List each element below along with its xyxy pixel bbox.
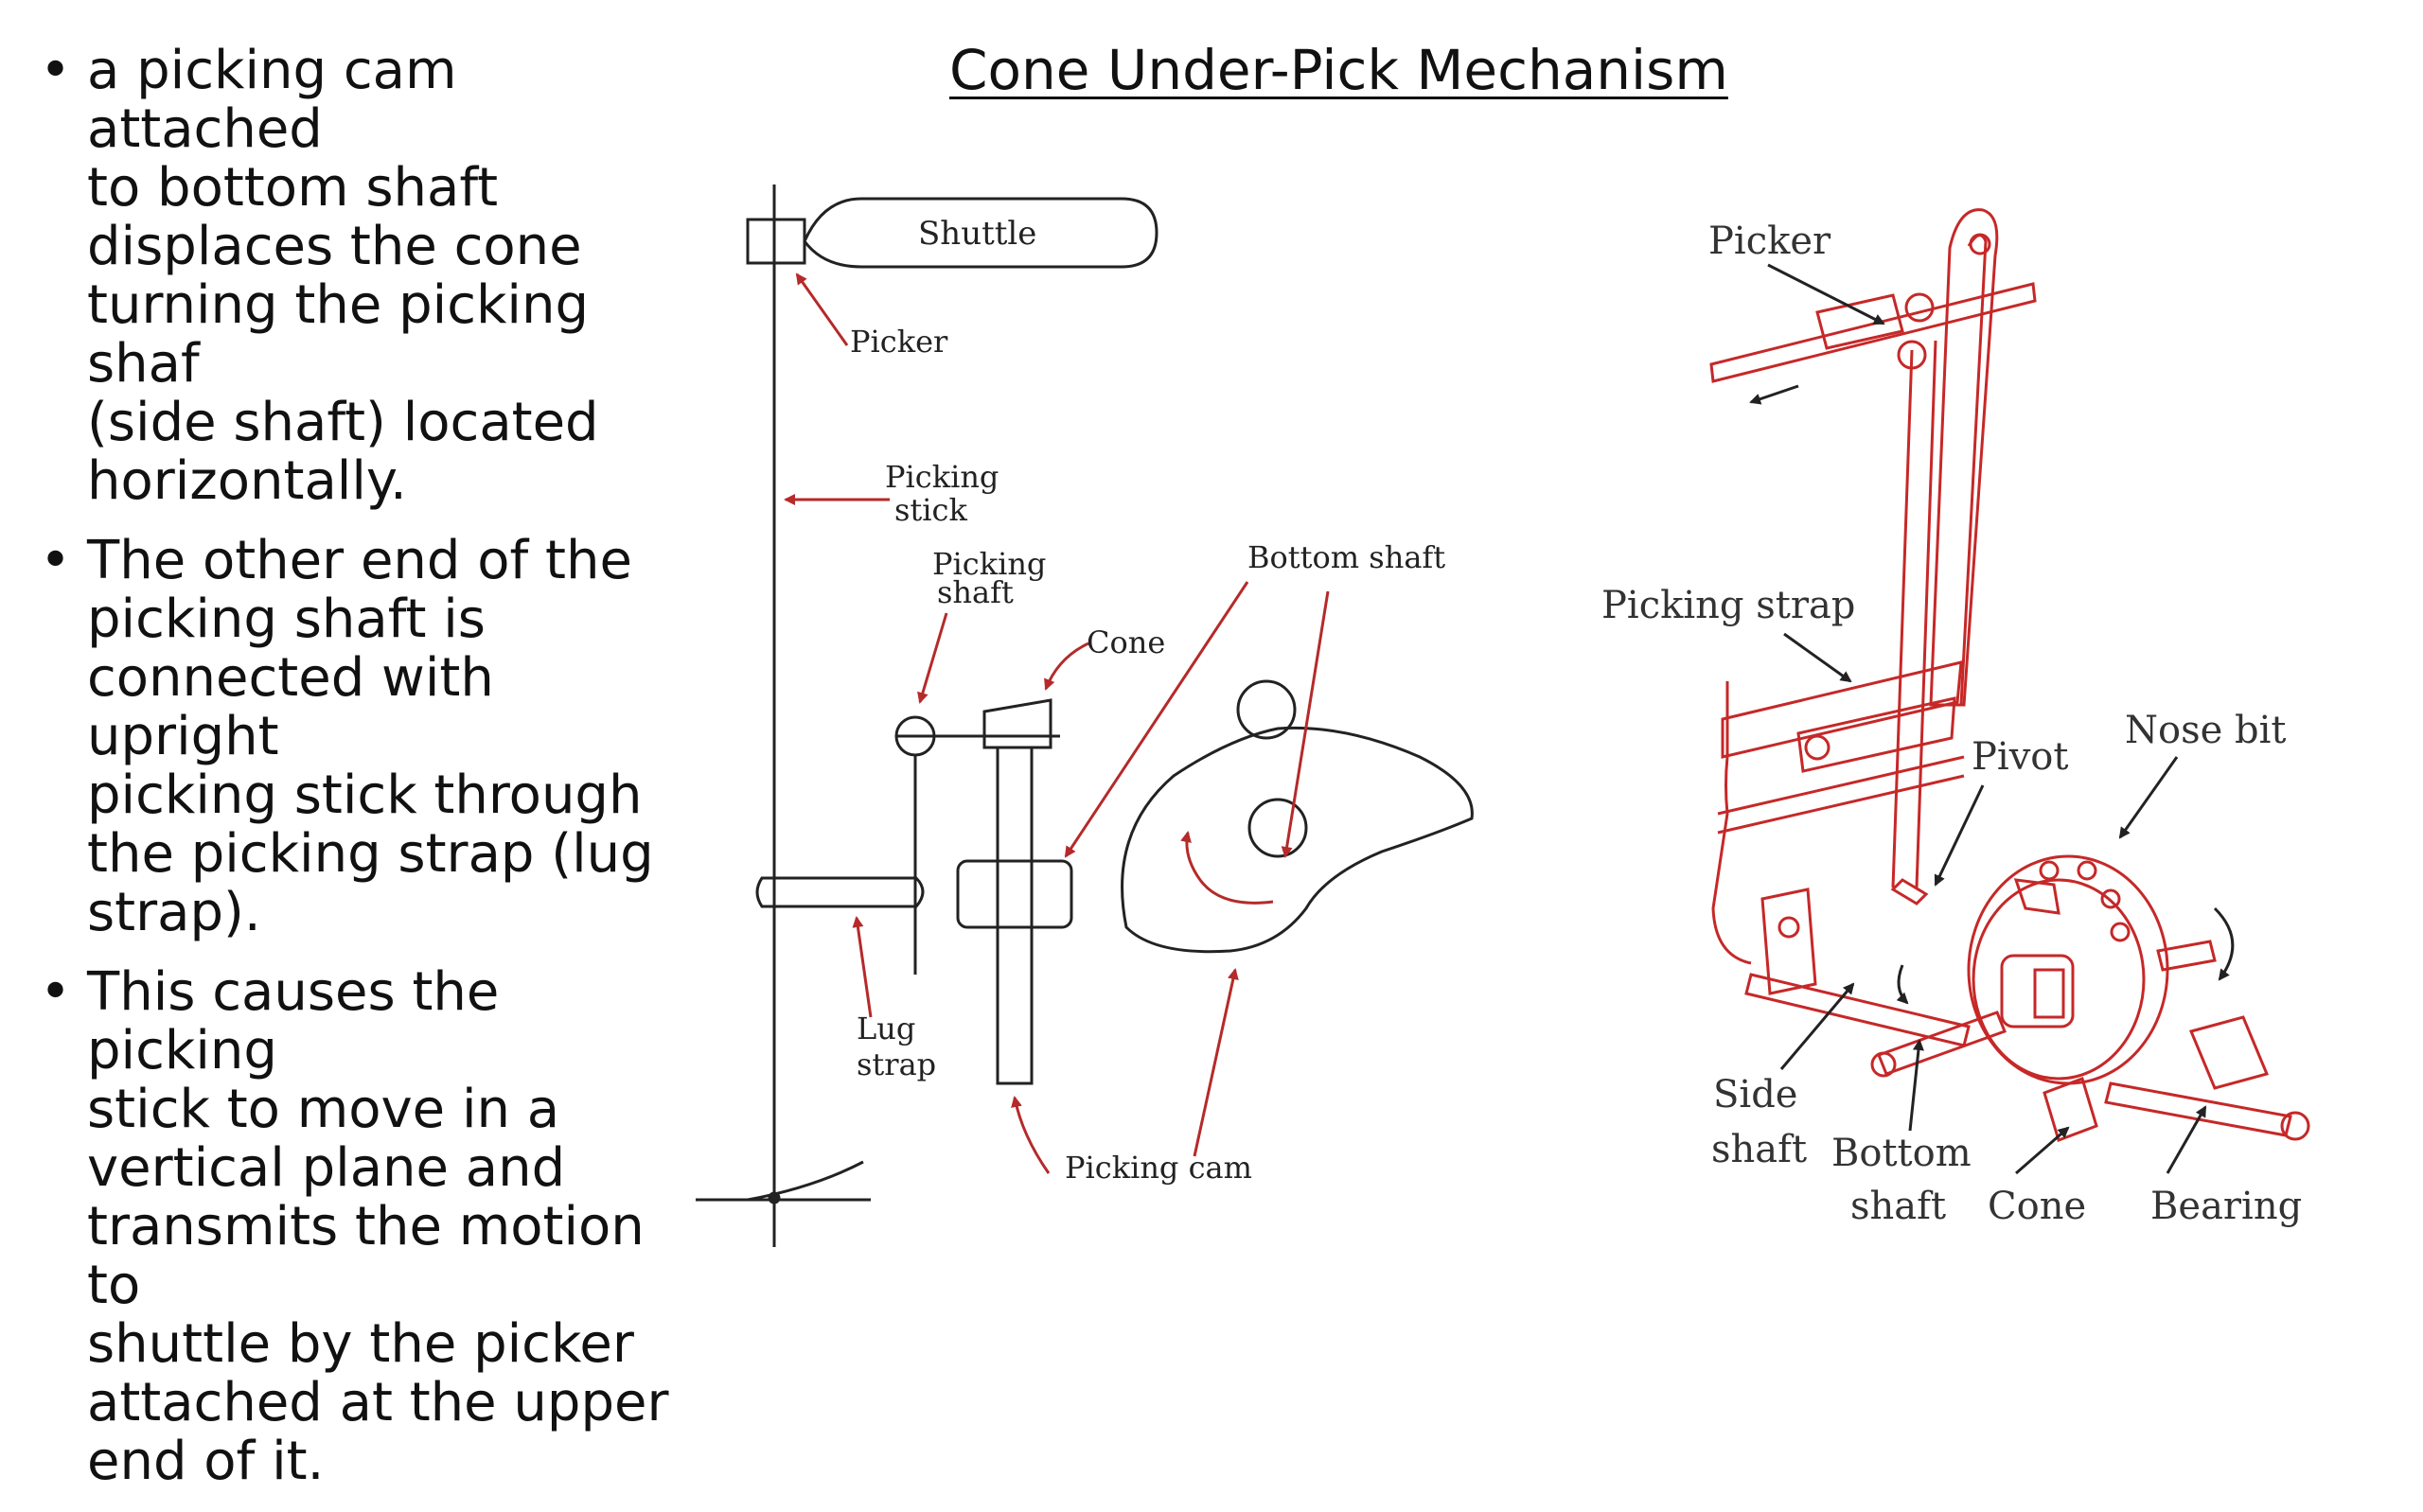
disc-hole-1	[2039, 860, 2060, 881]
bracket-hole	[1777, 916, 1800, 939]
label-lug-strap-2: strap	[857, 1046, 936, 1082]
strap-block	[1796, 696, 1956, 773]
label-lug-strap-1: Lug	[857, 1011, 915, 1046]
label-cone: Cone	[1087, 624, 1165, 660]
left-schematic-diagram	[696, 185, 1474, 1247]
cone-shape	[982, 698, 1052, 749]
bullet-marker: •	[40, 961, 72, 1023]
picking-cam	[1121, 726, 1474, 954]
disc-hole-2	[2077, 860, 2097, 881]
cam-disc-inner	[1972, 878, 2146, 1081]
cone-piece	[2043, 1077, 2098, 1142]
label-picking-shaft-2: shaft	[937, 574, 1014, 610]
disc-hole-3	[2100, 888, 2121, 909]
bearing-end	[2280, 1111, 2310, 1141]
label-nose-bit: Nose bit	[2125, 709, 2286, 752]
bottom-shaft	[1877, 1011, 2007, 1076]
right-shaft-stub	[2156, 940, 2217, 972]
lug-strap	[755, 876, 925, 908]
shuttle-shape	[803, 197, 1158, 269]
label-picking-cam: Picking cam	[1065, 1150, 1252, 1186]
label-picking-strap: Picking strap	[1601, 584, 1855, 627]
bottom-shaft-rod	[996, 746, 1034, 1085]
bearing-block	[2188, 1015, 2270, 1090]
strap-lower-rails	[1717, 755, 1965, 835]
label-cone-right: Cone	[1988, 1185, 2086, 1228]
label-shuttle: Shuttle	[918, 215, 1036, 253]
picking-stick-inner	[1959, 234, 1988, 706]
side-shaft-bracket	[1760, 888, 1817, 995]
bottom-shaft-end	[1870, 1051, 1897, 1078]
label-picking-stick-2: stick	[894, 492, 967, 528]
left-pointer-arrows	[784, 273, 1330, 1174]
right-isometric-diagram	[1709, 208, 2310, 1142]
label-picking-shaft-1: Picking	[932, 546, 1046, 582]
bearing-shaft	[2104, 1081, 2292, 1137]
label-bearing: Bearing	[2150, 1185, 2302, 1228]
disc-hole-4	[2110, 922, 2131, 942]
cone-hub	[2000, 954, 2075, 1029]
cone-hub-inner	[2033, 968, 2065, 1019]
right-labels: Picker Picking strap Pivot Nose bit Side…	[1601, 220, 2302, 1228]
cam-center-circle	[1247, 798, 1308, 858]
label-side-shaft-2: shaft	[1711, 1128, 1807, 1171]
pivot-dot	[768, 1191, 781, 1204]
picker-rod	[1709, 282, 2037, 383]
bullet-marker: •	[40, 530, 72, 591]
left-labels: Shuttle Picker Picking stick Picking sha…	[850, 215, 1445, 1186]
bottom-shaft-collar	[956, 859, 1073, 929]
stick-side-rail	[1891, 349, 1914, 888]
strap-hook	[1711, 681, 1752, 965]
label-picker: Picker	[850, 324, 948, 360]
cam-rotation-arrow	[1180, 831, 1274, 905]
bullet-marker: •	[40, 40, 72, 101]
label-picking-stick-1: Picking	[885, 459, 999, 495]
bullet-text: The other end of the picking shaft is co…	[87, 530, 654, 943]
picking-strap	[1721, 660, 1963, 759]
pivot-curve	[747, 1160, 864, 1202]
slide-title: Cone Under-Pick Mechanism	[949, 38, 1728, 102]
picker-block	[1815, 293, 1904, 350]
stick-top-hole	[1969, 233, 1991, 255]
picker-box	[746, 218, 806, 265]
nose-bit	[2013, 878, 2060, 915]
mechanism-diagrams: Shuttle Picker Picking stick Picking sha…	[696, 185, 2310, 1247]
strap-bolt	[1804, 734, 1831, 761]
label-side-shaft-1: Side	[1713, 1073, 1797, 1116]
label-picker-right: Picker	[1708, 220, 1831, 263]
cam-top-circle	[1236, 679, 1297, 740]
stick-side-rail-2	[1915, 340, 1937, 888]
label-bottom-shaft-2: shaft	[1850, 1185, 1946, 1228]
bullet-text: a picking cam attached to bottom shaft d…	[87, 40, 599, 512]
rotation-arrow-cam	[2213, 906, 2235, 981]
picker-direction-arrow	[1749, 384, 1799, 405]
pivot-rod	[1890, 878, 1929, 905]
label-pivot: Pivot	[1972, 735, 2068, 779]
label-bottom-shaft-1: Bottom	[1831, 1132, 1972, 1175]
rotation-arrow-side	[1896, 964, 1909, 1005]
label-bottom-shaft: Bottom shaft	[1247, 539, 1445, 575]
bullet-item: • The other end of the picking shaft is …	[38, 532, 700, 942]
picker-bolt-1	[1904, 292, 1935, 323]
bullet-item: • a picking cam attached to bottom shaft…	[38, 42, 700, 511]
right-pointer-arrows	[1767, 263, 2207, 1175]
picking-stick-upright	[1929, 208, 1999, 707]
